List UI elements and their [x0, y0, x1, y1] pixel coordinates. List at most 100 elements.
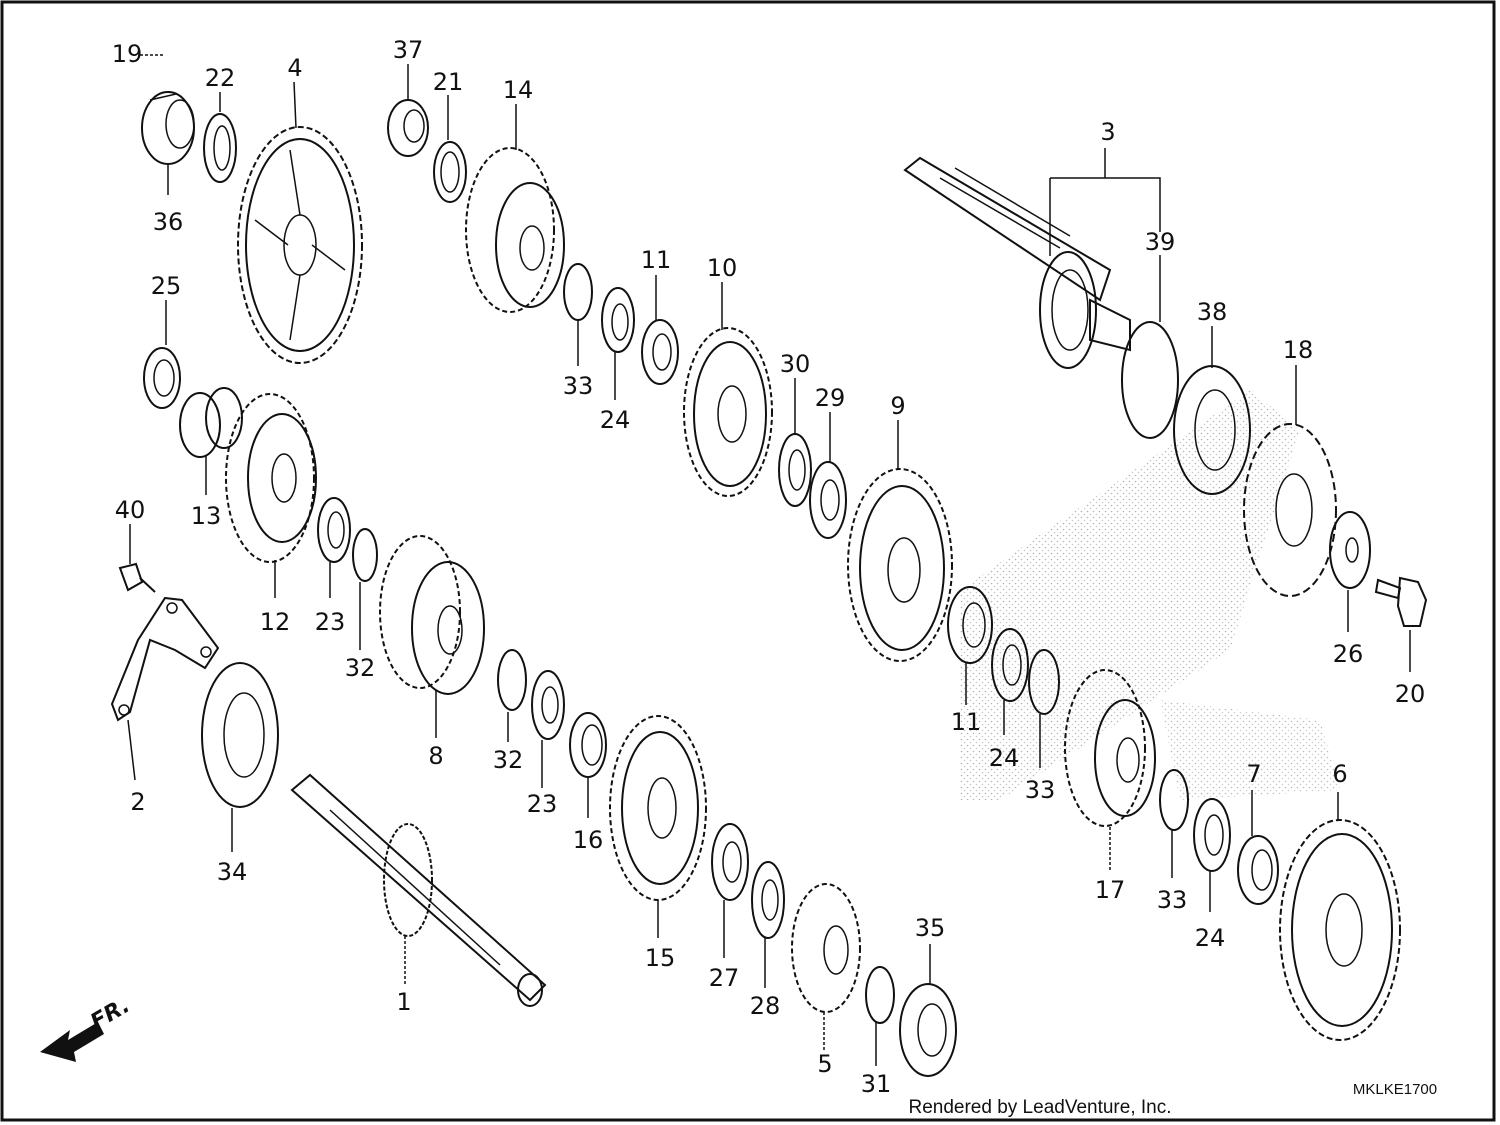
callout-33: 33 [1157, 886, 1188, 914]
callout-39: 39 [1145, 228, 1176, 256]
callout-31: 31 [861, 1070, 892, 1098]
callout-38: 38 [1197, 298, 1228, 326]
callout-32: 32 [493, 746, 524, 774]
callout-25: 25 [151, 272, 182, 300]
part-18-drive-sprocket [1243, 423, 1337, 597]
callout-6: 6 [1332, 760, 1347, 788]
callout-11: 11 [951, 708, 982, 736]
part-11-bushing [947, 586, 993, 664]
part-9-gear [847, 468, 953, 662]
callout-15: 15 [645, 944, 676, 972]
callout-33: 33 [1025, 776, 1056, 804]
part-5-gear [791, 883, 861, 1013]
callout-32: 32 [345, 654, 376, 682]
part-35-bearing [899, 983, 957, 1077]
part-22-washer [203, 113, 237, 183]
callout-3: 3 [1100, 118, 1115, 146]
part-2-stopper-plate [110, 596, 220, 722]
credit-text: Rendered by LeadVenture, Inc. [908, 1097, 1171, 1118]
part-4-large-gear [237, 126, 363, 364]
part-28-lock-washer [751, 861, 785, 939]
part-40-bolt [118, 562, 156, 593]
part-23-washer [317, 497, 351, 563]
part-30-spline-washer [778, 433, 812, 507]
callout-22: 22 [205, 64, 236, 92]
part-20-bolt [1374, 576, 1428, 627]
part-33-circlip [563, 263, 593, 321]
callout-40: 40 [115, 496, 146, 524]
diagram-code: MKLKE1700 [1353, 1081, 1437, 1098]
callout-2: 2 [130, 788, 145, 816]
part-33-circlip [1159, 769, 1189, 831]
callout-14: 14 [503, 76, 534, 104]
part-7-bushing [1237, 835, 1279, 905]
part-10-gear [683, 327, 773, 497]
callout-7: 7 [1246, 760, 1261, 788]
part-29-lock-washer [809, 461, 847, 539]
leader-lines [127, 54, 1411, 1066]
part-21-washer [433, 141, 467, 203]
part-15-gear [609, 715, 707, 901]
part-23-washer [531, 670, 565, 740]
part-26-washer [1329, 511, 1371, 589]
callout-9: 9 [890, 392, 905, 420]
part-25-washer [143, 347, 181, 409]
callout-23: 23 [315, 608, 346, 636]
front-direction-arrow: FR. [40, 993, 134, 1062]
part-31-washer [865, 966, 895, 1024]
callout-labels: 1 2 3 4 5 6 7 8 9 10 11 11 12 13 14 15 1… [112, 36, 1426, 1098]
part-13-bushing [179, 387, 243, 458]
part-24-washer [991, 628, 1029, 702]
shadow-region [960, 390, 1300, 800]
callout-28: 28 [750, 992, 781, 1020]
callout-13: 13 [191, 502, 222, 530]
callout-8: 8 [428, 742, 443, 770]
callout-26: 26 [1333, 640, 1364, 668]
callout-18: 18 [1283, 336, 1314, 364]
callout-21: 21 [433, 68, 464, 96]
callout-19: 19 [112, 40, 143, 68]
callout-33: 33 [563, 372, 594, 400]
callout-4: 4 [287, 54, 302, 82]
callout-36: 36 [153, 208, 184, 236]
callout-1: 1 [396, 988, 411, 1016]
callout-16: 16 [573, 826, 604, 854]
part-17-gear [1064, 669, 1156, 827]
part-6-gear [1279, 819, 1401, 1041]
part-36-bearing [141, 91, 195, 165]
part-39-circlip [1121, 321, 1179, 439]
callout-24: 24 [1195, 924, 1226, 952]
part-1-mainshaft [290, 773, 547, 1007]
callout-11: 11 [641, 246, 672, 274]
callout-34: 34 [217, 858, 248, 886]
part-34-bearing [201, 662, 279, 808]
callout-5: 5 [817, 1050, 832, 1078]
part-14-gear [465, 147, 565, 313]
callout-35: 35 [915, 914, 946, 942]
callout-12: 12 [260, 608, 291, 636]
part-24-washer [601, 287, 635, 353]
part-32-circlip [497, 649, 527, 711]
part-16-bushing [569, 712, 607, 778]
part-11-bushing [641, 319, 679, 385]
part-8-gear [379, 535, 485, 695]
part-3-countershaft [903, 156, 1131, 369]
callout-29: 29 [815, 384, 846, 412]
part-37-needle-bearing [387, 99, 429, 157]
shadow-region [1160, 700, 1340, 800]
part-33-circlip [1028, 649, 1060, 715]
callout-10: 10 [707, 254, 738, 282]
callout-17: 17 [1095, 876, 1126, 904]
part-12-gear [225, 393, 317, 563]
part-27-spline-washer [711, 823, 749, 901]
callout-27: 27 [709, 964, 740, 992]
part-24-washer [1193, 798, 1231, 872]
callout-23: 23 [527, 790, 558, 818]
callout-24: 24 [989, 744, 1020, 772]
callout-24: 24 [600, 406, 631, 434]
part-32-circlip [352, 528, 378, 582]
callout-20: 20 [1395, 680, 1426, 708]
